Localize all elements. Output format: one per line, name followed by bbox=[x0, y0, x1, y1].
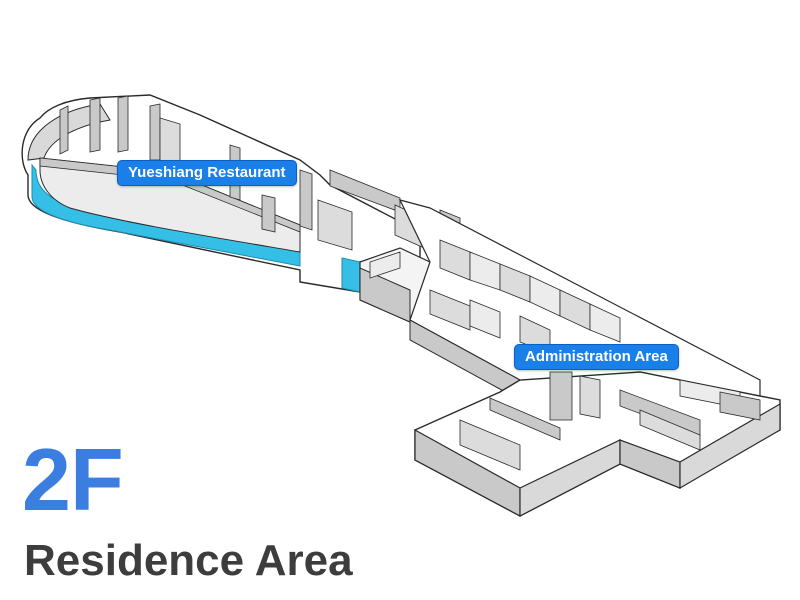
administration-block bbox=[414, 371, 781, 517]
administration-label[interactable]: Administration Area bbox=[514, 344, 679, 370]
area-title: Residence Area bbox=[24, 536, 353, 585]
restaurant-label[interactable]: Yueshiang Restaurant bbox=[117, 160, 297, 186]
east-wing bbox=[398, 199, 761, 401]
floor-number: 2F bbox=[22, 430, 124, 529]
